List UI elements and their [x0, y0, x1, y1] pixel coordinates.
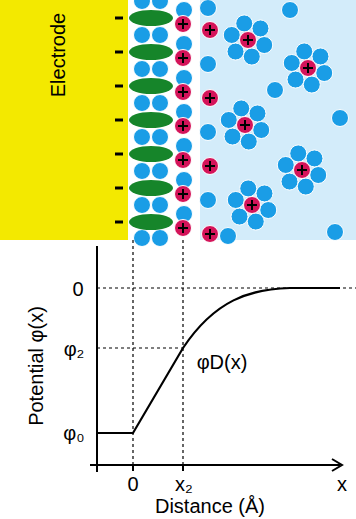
axis-tick-label: x: [335, 473, 349, 495]
water-molecule: [267, 82, 284, 99]
water-molecule: [134, 163, 151, 180]
curve-label: φD(x): [195, 351, 250, 373]
plus-sign: [240, 120, 250, 130]
cation: [237, 117, 254, 134]
cation: [300, 60, 317, 77]
adsorbed-molecule: [129, 112, 173, 128]
minus-sign: [115, 221, 123, 224]
water-molecule: [134, 230, 151, 247]
plus-sign: [205, 161, 215, 171]
axis-title: Distance (Å): [153, 495, 267, 517]
water-molecule: [152, 61, 169, 78]
water-molecule: [290, 145, 307, 162]
water-molecule: [134, 129, 151, 146]
plus-sign: [178, 19, 188, 29]
minus-sign: [115, 153, 123, 156]
axis-title: Potential φ(x): [25, 304, 47, 428]
plus-sign: [178, 53, 188, 63]
axis-tick-label: 0: [125, 473, 140, 495]
solution-region: [200, 0, 356, 240]
adsorbed-molecule: [129, 180, 173, 196]
cation: [175, 50, 192, 67]
minus-sign: [115, 51, 123, 54]
water-molecule: [240, 180, 257, 197]
cation: [175, 118, 192, 135]
plus-sign: [205, 93, 215, 103]
water-molecule: [200, 124, 217, 141]
plus-sign: [178, 155, 188, 165]
water-molecule: [152, 129, 169, 146]
water-molecule: [240, 133, 257, 150]
adsorbed-molecule: [129, 10, 173, 26]
cation: [294, 162, 311, 179]
water-molecule: [220, 228, 237, 245]
water-molecule: [152, 230, 169, 247]
plus-sign: [205, 229, 215, 239]
adsorbed-molecule: [129, 44, 173, 60]
minus-sign: [115, 17, 123, 20]
minus-sign: [115, 119, 123, 122]
adsorbed-molecule: [129, 146, 173, 162]
electrode-label: Electrode: [47, 11, 69, 100]
minus-sign: [115, 85, 123, 88]
cation: [175, 186, 192, 203]
plus-sign: [303, 63, 313, 73]
electrode-plate: [0, 0, 128, 240]
water-molecule: [134, 27, 151, 44]
water-molecule: [282, 2, 299, 19]
plus-sign: [243, 35, 253, 45]
molecules: [115, 0, 349, 247]
water-molecule: [200, 192, 217, 209]
plus-sign: [178, 223, 188, 233]
plus-sign: [297, 165, 307, 175]
water-molecule: [233, 100, 250, 117]
plus-sign: [178, 87, 188, 97]
cation: [202, 226, 219, 243]
cation: [202, 158, 219, 175]
water-molecule: [152, 0, 169, 10]
water-molecule: [200, 0, 217, 17]
axis-tick-label: x₂: [173, 473, 195, 495]
water-molecule: [200, 56, 217, 73]
water-molecule: [236, 15, 253, 32]
axis-tick-label: 0: [70, 278, 85, 300]
cation: [202, 22, 219, 39]
cation: [175, 84, 192, 101]
adsorbed-molecule: [129, 78, 173, 94]
cation: [244, 197, 261, 214]
potential-curve: [97, 288, 340, 433]
water-molecule: [134, 61, 151, 78]
axis-tick-label: φ₂: [62, 338, 87, 360]
water-molecule: [134, 95, 151, 112]
cation: [240, 32, 257, 49]
plus-sign: [178, 189, 188, 199]
plus-sign: [178, 121, 188, 131]
axis-tick-label: φ₀: [61, 422, 86, 444]
water-molecule: [296, 43, 313, 60]
cation: [175, 16, 192, 33]
cation: [175, 220, 192, 237]
guide-lines: [97, 240, 356, 465]
water-molecule: [152, 197, 169, 214]
water-molecule: [247, 213, 264, 230]
water-molecule: [152, 27, 169, 44]
axes: [90, 246, 342, 472]
cation: [202, 90, 219, 107]
water-molecule: [332, 110, 349, 127]
plus-sign: [205, 25, 215, 35]
water-molecule: [152, 95, 169, 112]
water-molecule: [303, 76, 320, 93]
cation: [175, 152, 192, 169]
water-molecule: [243, 48, 260, 65]
minus-sign: [115, 187, 123, 190]
water-molecule: [134, 0, 151, 10]
adsorbed-molecule: [129, 214, 173, 230]
water-molecule: [297, 178, 314, 195]
plus-sign: [247, 200, 257, 210]
water-molecule: [134, 197, 151, 214]
water-molecule: [327, 224, 344, 241]
water-molecule: [152, 163, 169, 180]
